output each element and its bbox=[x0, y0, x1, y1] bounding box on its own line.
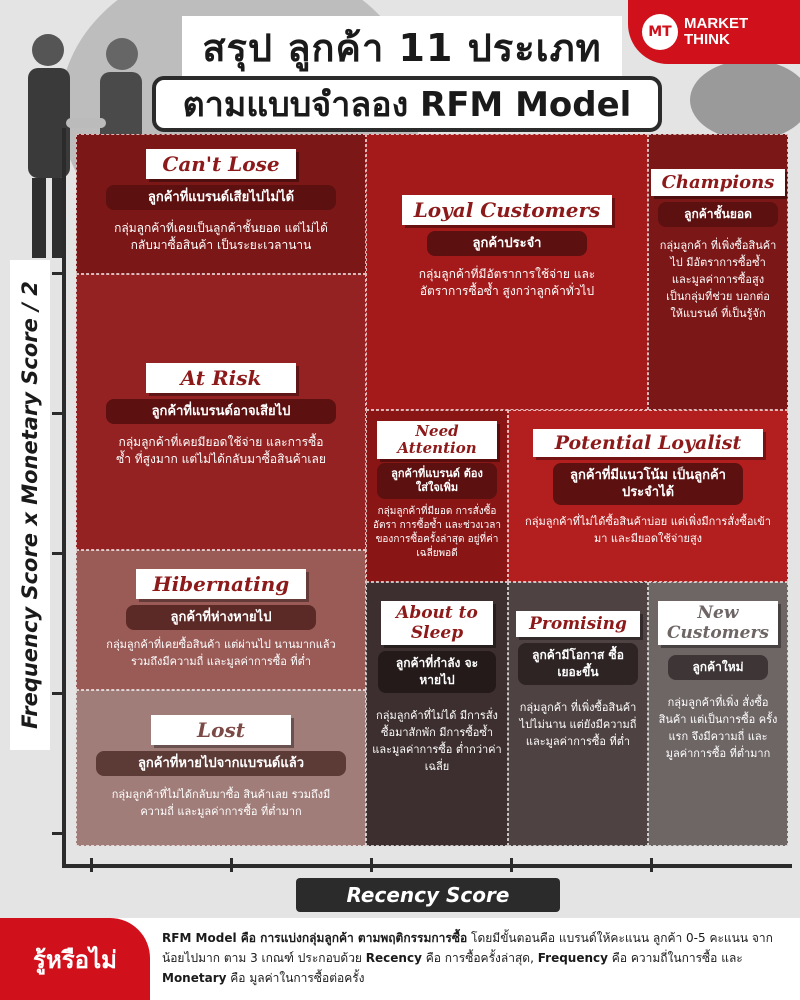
brand-line-1: MARKET bbox=[684, 15, 749, 32]
segment-description: กลุ่มลูกค้าที่ไม่ได้ซื้อสินค้าบ่อย แต่เพ… bbox=[525, 515, 771, 545]
segment-subtitle: ลูกค้าประจำ bbox=[427, 231, 587, 256]
x-axis-tick bbox=[90, 858, 93, 872]
segment-description: กลุ่มลูกค้าที่เคยซื้อสินค้า แต่ผ่านไป นา… bbox=[106, 638, 336, 668]
segment-name: About to Sleep bbox=[381, 601, 493, 645]
brand-badge: MT MARKET THINK bbox=[628, 0, 800, 64]
segment-subtitle: ลูกค้ามีโอกาส ซื้อเยอะขึ้น bbox=[518, 643, 638, 685]
segment-subtitle: ลูกค้าที่แบรนด์อาจเสียไป bbox=[106, 399, 336, 424]
segment-need-attention: Need Attention ลูกค้าที่แบรนด์ ต้องใส่ใจ… bbox=[366, 410, 508, 582]
x-axis-tick bbox=[650, 858, 653, 872]
y-axis-tick bbox=[52, 692, 66, 695]
did-you-know-tag: รู้หรือไม่ bbox=[0, 918, 150, 1000]
segment-champions: Champions ลูกค้าชั้นยอด กลุ่มลูกค้า ที่เ… bbox=[648, 134, 788, 410]
brand-line-2: THINK bbox=[684, 31, 730, 48]
segment-name: Promising bbox=[516, 611, 640, 637]
title-line-2: ตามแบบจำลอง RFM Model bbox=[152, 76, 662, 132]
y-axis-tick bbox=[52, 412, 66, 415]
y-axis-tick bbox=[52, 552, 66, 555]
segment-description: กลุ่มลูกค้า ที่เพิ่งซื้อสินค้า ไปไม่นาน … bbox=[519, 701, 637, 748]
segment-promising: Promising ลูกค้ามีโอกาส ซื้อเยอะขึ้น กลุ… bbox=[508, 582, 648, 846]
y-axis-tick bbox=[52, 832, 66, 835]
segment-description: กลุ่มลูกค้าที่ไม่ได้กลับมาซื้อ สินค้าเลย… bbox=[111, 788, 331, 818]
segment-subtitle: ลูกค้าชั้นยอด bbox=[658, 202, 778, 227]
segment-subtitle: ลูกค้าที่แบรนด์ ต้องใส่ใจเพิ่ม bbox=[377, 463, 497, 499]
segment-subtitle: ลูกค้าที่หายไปจากแบรนด์แล้ว bbox=[96, 751, 346, 776]
x-axis-tick bbox=[510, 858, 513, 872]
segment-description: กลุ่มลูกค้าที่เคยมียอดใช้จ่าย และการซื้อ… bbox=[116, 435, 326, 466]
x-axis-label: Recency Score bbox=[296, 878, 560, 912]
segment-at-risk: At Risk ลูกค้าที่แบรนด์อาจเสียไป กลุ่มลู… bbox=[76, 274, 366, 550]
segment-description: กลุ่มลูกค้าที่มีอัตราการใช้จ่าย และอัตรา… bbox=[418, 267, 596, 298]
segment-subtitle: ลูกค้าที่ห่างหายไป bbox=[126, 605, 316, 630]
x-axis-line bbox=[62, 864, 792, 868]
segment-subtitle: ลูกค้าที่กำลัง จะหายไป bbox=[378, 651, 496, 693]
segment-subtitle: ลูกค้าที่มีแนวโน้ม เป็นลูกค้าประจำได้ bbox=[553, 463, 743, 505]
segment-new-customers: New Customers ลูกค้าใหม่ กลุ่มลูกค้าที่เ… bbox=[648, 582, 788, 846]
segment-name: At Risk bbox=[146, 363, 296, 393]
y-axis-label: Frequency Score x Monetary Score / 2 bbox=[10, 260, 50, 750]
segment-subtitle: ลูกค้าใหม่ bbox=[668, 655, 768, 680]
title-line-1: สรุป ลูกค้า 11 ประเภท bbox=[182, 16, 622, 78]
segment-lost: Lost ลูกค้าที่หายไปจากแบรนด์แล้ว กลุ่มลู… bbox=[76, 690, 366, 846]
segment-description: กลุ่มลูกค้า ที่เพิ่งซื้อสินค้าไป มีอัตรา… bbox=[659, 239, 777, 320]
segment-name: New Customers bbox=[658, 601, 778, 645]
segment-subtitle: ลูกค้าที่แบรนด์เสียไปไม่ได้ bbox=[106, 185, 336, 210]
x-axis-tick bbox=[370, 858, 373, 872]
segment-name: Potential Loyalist bbox=[533, 429, 763, 457]
segment-potential-loyalist: Potential Loyalist ลูกค้าที่มีแนวโน้ม เป… bbox=[508, 410, 788, 582]
segment-description: กลุ่มลูกค้าที่มียอด การสั่งซื้อ อัตรา กา… bbox=[372, 506, 502, 559]
segment-name: Champions bbox=[651, 169, 785, 196]
footer: รู้หรือไม่ RFM Model คือ การแบ่งกลุ่มลูก… bbox=[0, 918, 800, 1000]
segment-about-to-sleep: About to Sleep ลูกค้าที่กำลัง จะหายไป กล… bbox=[366, 582, 508, 846]
segment-loyal-customers: Loyal Customers ลูกค้าประจำ กลุ่มลูกค้าท… bbox=[366, 134, 648, 410]
segment-description: กลุ่มลูกค้าที่เคยเป็นลูกค้าชั้นยอด แต่ไม… bbox=[114, 221, 328, 252]
segment-name: Loyal Customers bbox=[402, 195, 612, 225]
segment-name: Hibernating bbox=[136, 569, 306, 599]
segment-name: Can't Lose bbox=[146, 149, 296, 179]
segment-description: กลุ่มลูกค้าที่ไม่ได้ มีการสั่งซื้อมาสักพ… bbox=[372, 709, 502, 773]
background-blob bbox=[690, 60, 800, 140]
x-axis-tick bbox=[230, 858, 233, 872]
y-axis-tick bbox=[52, 272, 66, 275]
brand-name: MARKET THINK bbox=[684, 16, 748, 48]
segment-description: กลุ่มลูกค้าที่เพิ่ง สั่งซื้อสินค้า แต่เป… bbox=[658, 696, 778, 760]
segment-cant-lose: Can't Lose ลูกค้าที่แบรนด์เสียไปไม่ได้ ก… bbox=[76, 134, 366, 274]
segment-name: Lost bbox=[151, 715, 291, 745]
segment-name: Need Attention bbox=[377, 421, 497, 459]
segment-hibernating: Hibernating ลูกค้าที่ห่างหายไป กลุ่มลูกค… bbox=[76, 550, 366, 690]
brand-logo-icon: MT bbox=[642, 14, 678, 50]
y-axis-line bbox=[62, 128, 66, 868]
footer-description: RFM Model คือ การแบ่งกลุ่มลูกค้า ตามพฤติ… bbox=[162, 931, 773, 985]
